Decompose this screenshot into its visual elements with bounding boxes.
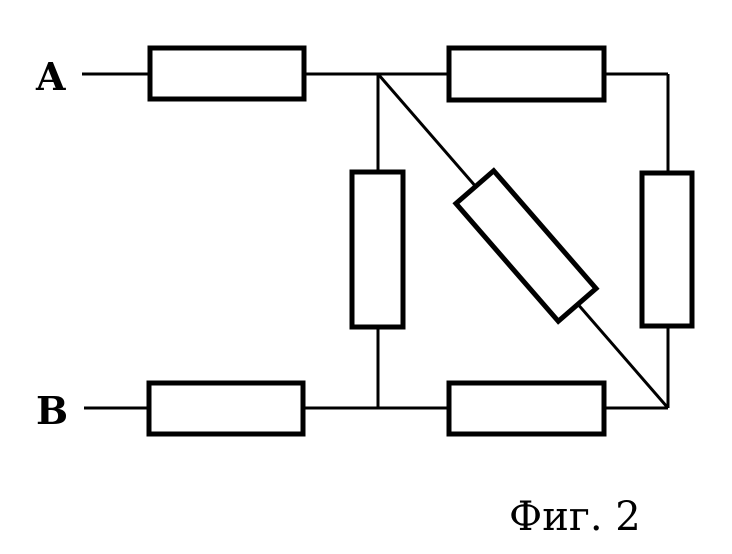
resistor-top-left [147, 45, 307, 102]
resistor-middle-vertical [349, 169, 406, 330]
resistor-bottom-right [446, 380, 607, 437]
resistor-top-right [446, 45, 607, 103]
terminal-label-a: A [35, 54, 66, 99]
terminal-label-b: B [36, 388, 68, 433]
resistor-right-vertical [639, 170, 695, 329]
resistor-bottom-left [146, 380, 306, 437]
resistor-diagonal [452, 167, 600, 325]
figure-caption: Фиг. 2 [509, 494, 641, 540]
resistors [146, 45, 695, 437]
